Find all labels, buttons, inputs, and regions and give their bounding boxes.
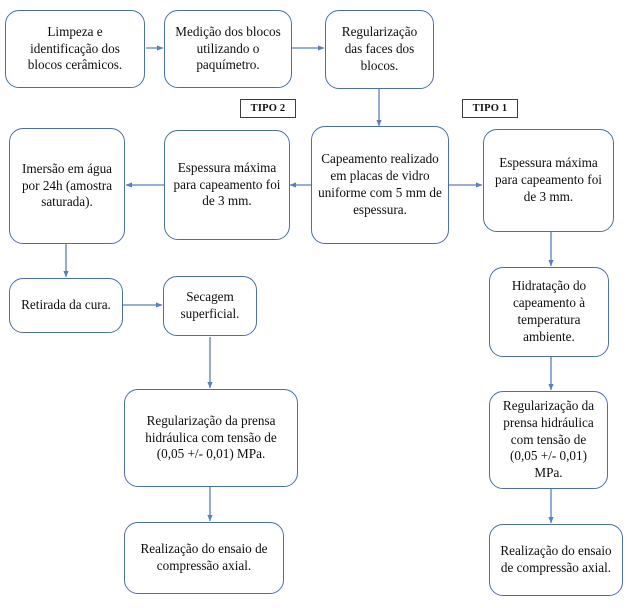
node-retirada-label: Retirada da cura. [21, 297, 111, 313]
node-prensa-tipo1[interactable]: Regularização da prensa hidráulica com t… [489, 391, 608, 489]
node-hidratacao[interactable]: Hidratação do capeamento à temperatura a… [489, 267, 609, 357]
node-prensa-tipo2-label: Regularização da prensa hidráulica com t… [145, 412, 277, 462]
tag-tipo-2-label: TIPO 2 [250, 103, 286, 114]
node-prensa-tipo2[interactable]: Regularização da prensa hidráulica com t… [124, 389, 298, 487]
node-imersao[interactable]: Imersão em água por 24h (amostra saturad… [9, 128, 125, 244]
node-imersao-label: Imersão em água por 24h (amostra saturad… [21, 160, 113, 210]
tag-tipo-1-label: TIPO 1 [472, 103, 508, 114]
node-ensaio-tipo2-label: Realização do ensaio de compressão axial… [140, 541, 268, 573]
node-espessura-tipo1[interactable]: Espessura máxima para capeamento foi de … [483, 129, 614, 232]
node-espessura-tipo2-label: Espessura máxima para capeamento foi de … [173, 159, 281, 209]
node-espessura-tipo2[interactable]: Espessura máxima para capeamento foi de … [164, 130, 290, 240]
node-medicao[interactable]: Medição dos blocos utilizando o paquímet… [164, 10, 292, 88]
node-limpeza-label: Limpeza e identificação dos blocos cerâm… [27, 23, 123, 73]
tag-tipo-1: TIPO 1 [462, 99, 518, 118]
node-secagem[interactable]: Secagem superficial. [163, 276, 257, 336]
node-ensaio-tipo2[interactable]: Realização do ensaio de compressão axial… [124, 522, 284, 594]
node-capeamento-label: Capeamento realizado em placas de vidro … [318, 151, 442, 217]
node-espessura-tipo1-label: Espessura máxima para capeamento foi de … [495, 155, 602, 204]
node-ensaio-tipo1-label: Realização do ensaio de compressão axial… [500, 543, 612, 575]
node-retirada[interactable]: Retirada da cura. [9, 278, 123, 333]
node-hidratacao-label: Hidratação do capeamento à temperatura a… [511, 278, 587, 344]
node-regularizacao[interactable]: Regularização das faces dos blocos. [325, 10, 434, 89]
node-capeamento[interactable]: Capeamento realizado em placas de vidro … [311, 126, 449, 244]
node-ensaio-tipo1[interactable]: Realização do ensaio de compressão axial… [489, 524, 623, 596]
node-regularizacao-label: Regularização das faces dos blocos. [341, 24, 418, 73]
node-prensa-tipo1-label: Regularização da prensa hidráulica com t… [502, 397, 595, 481]
node-limpeza[interactable]: Limpeza e identificação dos blocos cerâm… [5, 10, 145, 88]
node-secagem-label: Secagem superficial. [180, 289, 240, 321]
node-medicao-label: Medição dos blocos utilizando o paquímet… [175, 23, 281, 73]
tag-tipo-2: TIPO 2 [240, 99, 296, 118]
